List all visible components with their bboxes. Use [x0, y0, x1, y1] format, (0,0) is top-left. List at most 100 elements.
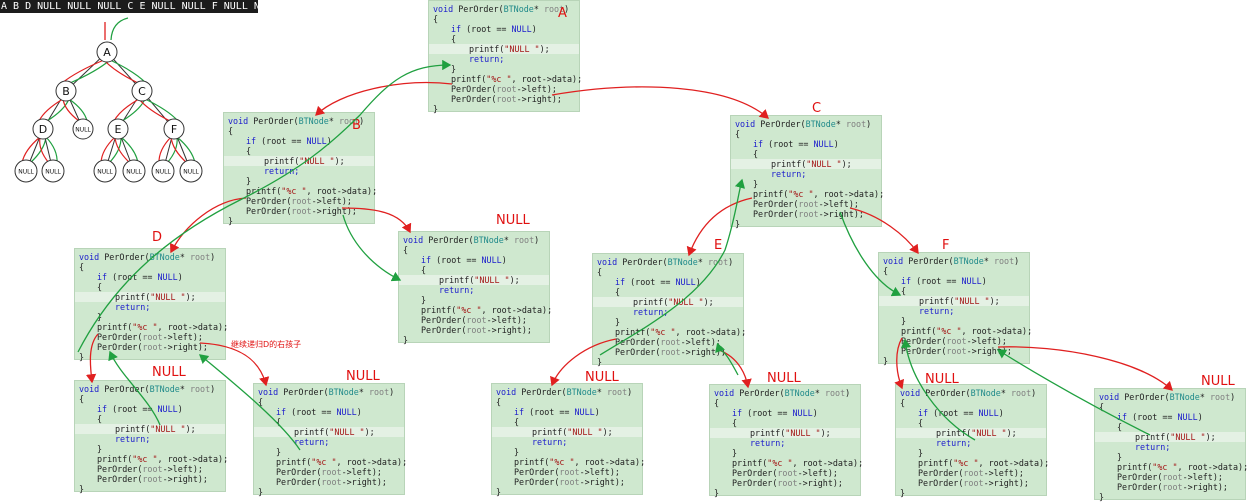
code-line: printf("%c ", root->data);: [753, 189, 885, 199]
code-line: }: [615, 317, 621, 327]
code-frame-b-r: void PerOrder(BTNode* root){if (root == …: [398, 231, 553, 345]
code-line: printf("%c ", root->data);: [276, 457, 408, 467]
code-line: void PerOrder(BTNode* root): [496, 387, 633, 397]
code-line: }: [97, 312, 103, 322]
code-line: return;: [115, 434, 151, 444]
code-line: {: [1099, 402, 1105, 412]
code-line: }: [97, 444, 103, 454]
code-line: }: [433, 104, 439, 114]
code-line: PerOrder(root->right);: [753, 209, 864, 219]
code-line: {: [97, 414, 103, 424]
code-line: {: [714, 398, 720, 408]
tree-node: [32, 118, 54, 140]
code-line: void PerOrder(BTNode* root): [714, 388, 851, 398]
code-line: PerOrder(root->left);: [246, 196, 352, 206]
code-line: void PerOrder(BTNode* root): [433, 4, 570, 14]
code-line: printf("NULL ");: [429, 44, 579, 54]
code-line: return;: [750, 438, 786, 448]
code-frame-f-r: void PerOrder(BTNode* root){ if (root == …: [1094, 388, 1248, 502]
frame-label-f-r: NULL: [1201, 374, 1235, 389]
code-frame-f-l: void PerOrder(BTNode* root){if (root == …: [895, 384, 1049, 498]
code-frame-a: void PerOrder(BTNode* root){if (root == …: [428, 0, 583, 114]
tree-node: [96, 41, 118, 63]
code-line: printf("NULL ");: [879, 296, 1029, 306]
tree-node-label: NULL: [18, 169, 34, 176]
code-line: PerOrder(root->right);: [901, 346, 1012, 356]
tree-return-arrow: [109, 59, 147, 84]
tree-node: [55, 80, 77, 102]
code-line: {: [403, 245, 409, 255]
code-line: PerOrder(root->left);: [1117, 472, 1223, 482]
code-line: }: [1117, 452, 1123, 462]
code-line: }: [276, 447, 282, 457]
code-line: PerOrder(root->left);: [451, 84, 557, 94]
tree-return-arrow: [69, 59, 111, 84]
code-line: PerOrder(root->left);: [97, 332, 203, 342]
code-line: PerOrder(root->left);: [918, 468, 1024, 478]
code-line: }: [228, 216, 234, 226]
code-line: }: [714, 488, 720, 498]
code-line: {: [735, 129, 741, 139]
frame-label-b: B: [352, 118, 361, 133]
code-line: {: [451, 34, 457, 44]
code-line: if (root == NULL): [753, 139, 839, 149]
code-line: if (root == NULL): [246, 136, 332, 146]
code-line: {: [900, 398, 906, 408]
code-line: return;: [264, 166, 300, 176]
tree-node: [41, 159, 65, 183]
tree-node-label: C: [138, 85, 146, 98]
recursion-note: 继续递归D的右孩子: [231, 340, 302, 349]
tree-node: [14, 159, 38, 183]
code-line: printf("NULL ");: [254, 427, 404, 437]
frame-label-e-l: NULL: [585, 370, 619, 385]
code-line: printf("NULL ");: [75, 424, 225, 434]
code-line: printf("NULL ");: [710, 428, 860, 438]
code-line: return;: [469, 54, 505, 64]
code-line: }: [732, 448, 738, 458]
code-line: printf("NULL ");: [1095, 432, 1245, 442]
tree-node-label: F: [171, 123, 177, 136]
tree-call-arrow: [39, 136, 50, 164]
code-line: if (root == NULL): [276, 407, 362, 417]
code-line: if (root == NULL): [97, 404, 183, 414]
code-frame-e-r: void PerOrder(BTNode* root){ if (root == …: [709, 384, 863, 498]
code-line: printf("%c ", root->data);: [451, 74, 583, 84]
code-line: void PerOrder(BTNode* root): [883, 256, 1020, 266]
code-frame-c: void PerOrder(BTNode* root){if (root == …: [730, 115, 885, 229]
code-line: PerOrder(root->right);: [421, 325, 532, 335]
code-line: void PerOrder(BTNode* root): [1099, 392, 1236, 402]
output-text: A B D NULL NULL NULL C E NULL NULL F NUL…: [1, 1, 258, 12]
code-line: printf("%c ", root->data);: [421, 305, 553, 315]
code-line: return;: [633, 307, 669, 317]
code-frame-d-r: void PerOrder(BTNode* root){if (root == …: [253, 383, 408, 497]
code-line: PerOrder(root->right);: [97, 474, 208, 484]
code-line: printf("%c ", root->data);: [615, 327, 747, 337]
code-line: if (root == NULL): [514, 407, 600, 417]
code-line: }: [735, 219, 741, 229]
tree-node-label: A: [103, 46, 111, 59]
code-line: if (root == NULL): [97, 272, 183, 282]
code-line: }: [900, 488, 906, 498]
tree-call-arrow: [158, 136, 172, 164]
code-line: return;: [115, 302, 151, 312]
code-line: }: [79, 484, 85, 494]
code-line: PerOrder(root->right);: [246, 206, 357, 216]
frame-label-f-l: NULL: [925, 372, 959, 387]
code-line: {: [79, 262, 85, 272]
code-line: PerOrder(root->left);: [421, 315, 527, 325]
code-line: {: [597, 267, 603, 277]
code-line: {: [514, 417, 520, 427]
tree-node-label: NULL: [155, 169, 171, 176]
code-line: PerOrder(root->left);: [732, 468, 838, 478]
code-line: PerOrder(root->right);: [732, 478, 843, 488]
tree-node-label: NULL: [75, 127, 91, 134]
code-line: return;: [439, 285, 475, 295]
code-line: if (root == NULL): [732, 408, 818, 418]
code-line: printf("NULL ");: [492, 427, 642, 437]
code-line: if (root == NULL): [1117, 412, 1203, 422]
code-frame-d: void PerOrder(BTNode* root){if (root == …: [74, 248, 228, 362]
code-line: PerOrder(root->left);: [97, 464, 203, 474]
tree-node-label: B: [62, 85, 70, 98]
code-line: PerOrder(root->left);: [615, 337, 721, 347]
code-line: {: [79, 394, 85, 404]
